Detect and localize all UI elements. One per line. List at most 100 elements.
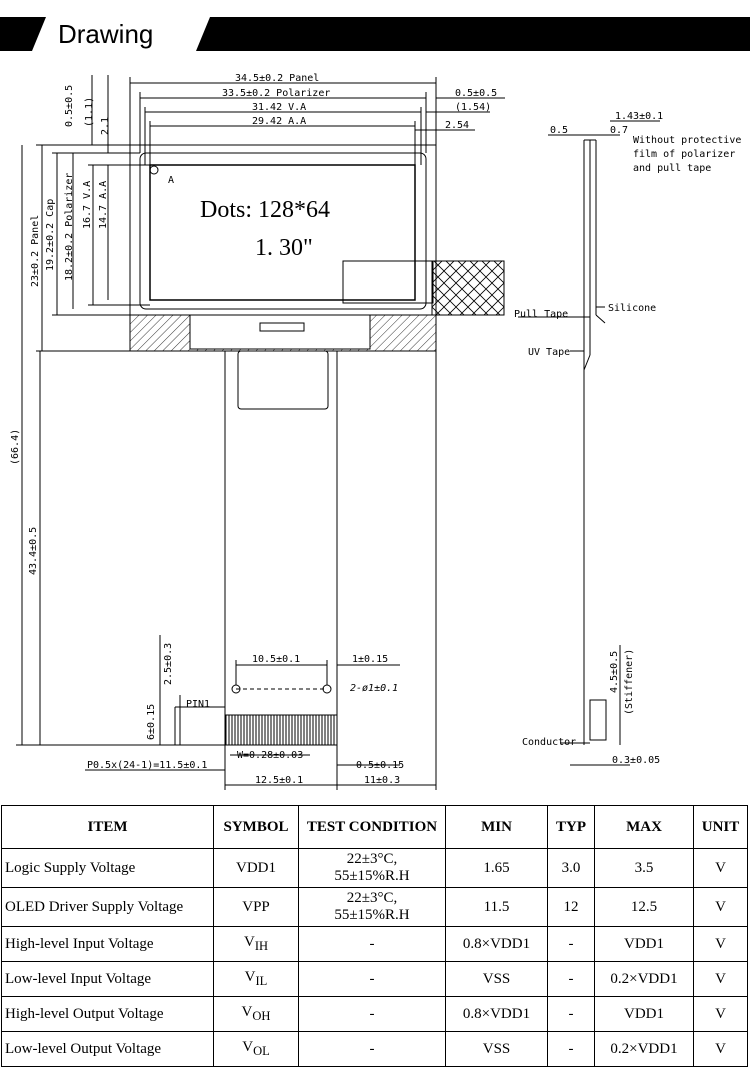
table-row: Low-level Input Voltage VIL - VSS - 0.2×… [1, 961, 748, 997]
side-note-2: film of polarizer [633, 149, 735, 160]
display-text-dots: Dots: 128*64 [200, 197, 330, 223]
cell-symbol: VDD1 [213, 848, 299, 888]
cell-typ: - [547, 926, 595, 962]
dim-right-3: 2.54 [445, 120, 469, 131]
section-header: Drawing [0, 17, 750, 51]
dim-pin-width: W=0.28±0.03 [237, 750, 303, 761]
col-item: ITEM [1, 805, 214, 849]
cell-item: Low-level Input Voltage [1, 961, 214, 997]
cell-condition: - [298, 961, 446, 997]
dim-panel-height: 23±0.2 Panel [30, 215, 41, 287]
dim-left-top-2: (1.1) [84, 97, 95, 127]
cell-typ: - [547, 1031, 595, 1067]
cell-item: Low-level Output Voltage [1, 1031, 214, 1067]
ic-chip [259, 322, 305, 332]
table-row: OLED Driver Supply Voltage VPP 22±3°C,55… [1, 887, 748, 927]
fpc-pins [224, 714, 338, 746]
display-text-size: 1. 30" [255, 235, 313, 261]
cell-min: 11.5 [445, 887, 548, 927]
dim-fpc-offset: 11±0.3 [364, 775, 400, 786]
dim-right-1: 0.5±0.5 [455, 88, 497, 99]
cell-unit: V [693, 996, 748, 1032]
cell-item: High-level Output Voltage [1, 996, 214, 1032]
cond-line-2: 55±15%R.H [334, 907, 410, 923]
cell-unit: V [693, 1031, 748, 1067]
pull-tape-label: Pull Tape [514, 309, 568, 320]
cond-line-1: 22±3°C, [346, 890, 398, 906]
section-tab: Drawing [32, 17, 210, 51]
col-typ: TYP [547, 805, 595, 849]
polarizer-outline [139, 152, 427, 310]
dim-conductor: 0.3±0.05 [612, 755, 660, 766]
cell-condition: - [298, 926, 446, 962]
cell-max: 12.5 [594, 887, 694, 927]
col-min: MIN [445, 805, 548, 849]
cell-typ: 3.0 [547, 848, 595, 888]
cell-min: VSS [445, 961, 548, 997]
dim-right-2: (1.54) [455, 102, 491, 113]
section-title: Drawing [58, 19, 154, 49]
pull-tape-outline [342, 260, 434, 304]
cell-symbol: VOH [213, 996, 299, 1032]
table-row: Logic Supply Voltage VDD1 22±3°C,55±15%R… [1, 848, 748, 888]
dim-total-length: (66.4) [10, 429, 21, 465]
col-unit: UNIT [693, 805, 748, 849]
marker-circle [149, 165, 159, 175]
symbol-base: V [241, 1004, 253, 1020]
cell-item: OLED Driver Supply Voltage [1, 887, 214, 927]
dim-hole-edge: 1±0.15 [352, 654, 388, 665]
symbol-base: V [243, 934, 255, 950]
cell-item: High-level Input Voltage [1, 926, 214, 962]
marker-a: A [168, 175, 174, 186]
spec-table: ITEM SYMBOL TEST CONDITION MIN TYP MAX U… [1, 805, 748, 1067]
cell-condition: 22±3°C,55±15%R.H [298, 848, 446, 888]
cell-unit: V [693, 848, 748, 888]
dim-stiffener: 4.5±0.5 [609, 651, 620, 693]
stiffener [589, 699, 607, 741]
dim-va-height: 16.7 V.A [82, 181, 93, 229]
symbol-base: V [242, 1039, 254, 1055]
dim-cap-height: 19.2±0.2 Cap [45, 199, 56, 271]
dim-side-1: 0.5 [550, 125, 568, 136]
col-symbol: SYMBOL [213, 805, 299, 849]
symbol-sub: OH [252, 1009, 271, 1023]
cell-item: Logic Supply Voltage [1, 848, 214, 888]
dim-panel-width: 34.5±0.2 Panel [235, 73, 319, 84]
dim-hole-diameter: 2-ø1±0.1 [350, 683, 398, 694]
dim-hole-distance: 10.5±0.1 [252, 654, 300, 665]
cell-unit: V [693, 887, 748, 927]
cell-max: VDD1 [594, 996, 694, 1032]
pull-tape-hatch [431, 260, 505, 316]
dim-hole-height: 2.5±0.3 [163, 643, 174, 685]
cond-line-2: 55±15%R.H [334, 868, 410, 884]
dim-side-thickness: 1.43±0.1 [615, 111, 663, 122]
symbol-base: V [244, 969, 256, 985]
cell-max: 0.2×VDD1 [594, 961, 694, 997]
cell-unit: V [693, 926, 748, 962]
dim-polarizer-height: 18.2±0.2 Polarizer [64, 173, 75, 281]
cell-symbol: VOL [213, 1031, 299, 1067]
dim-aa-width: 29.42 A.A [252, 116, 306, 127]
cell-symbol: VPP [213, 887, 299, 927]
table-row: High-level Output Voltage VOH - 0.8×VDD1… [1, 996, 748, 1032]
cell-min: 0.8×VDD1 [445, 926, 548, 962]
side-note-1: Without protective [633, 135, 741, 146]
technical-drawing: Dots: 128*64 1. 30" 34.5±0.2 Panel 33.5±… [10, 73, 741, 790]
uv-tape-label: UV Tape [528, 347, 570, 358]
cell-condition: - [298, 996, 446, 1032]
dim-left-top-1: 0.5±0.5 [64, 85, 75, 127]
cell-typ: 12 [547, 887, 595, 927]
conductor-label: Conductor [522, 737, 576, 748]
dim-pitch: P0.5x(24-1)=11.5±0.1 [87, 760, 207, 771]
cell-max: 0.2×VDD1 [594, 1031, 694, 1067]
cond-line-1: 22±3°C, [346, 851, 398, 867]
dim-fpc-length: 43.4±0.5 [28, 527, 39, 575]
dim-va-width: 31.42 V.A [252, 102, 306, 113]
cell-min: 0.8×VDD1 [445, 996, 548, 1032]
ic-area [189, 314, 371, 350]
cell-typ: - [547, 996, 595, 1032]
cell-condition: 22±3°C,55±15%R.H [298, 887, 446, 927]
stiffener-label: (Stiffener) [624, 649, 635, 715]
col-condition: TEST CONDITION [298, 805, 446, 849]
silicone-label: Silicone [608, 303, 656, 314]
